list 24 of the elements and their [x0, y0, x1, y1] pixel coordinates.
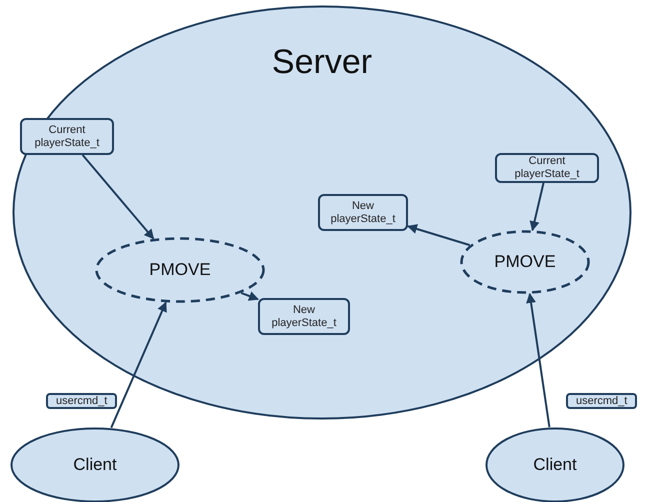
edge-label: usercmd_t: [46, 393, 118, 409]
arrow: [110, 302, 167, 428]
node-label: New playerState_t: [330, 200, 396, 226]
node-label: Current playerState_t: [34, 124, 100, 150]
state-box: [20, 118, 114, 155]
process-ellipse: [95, 237, 265, 303]
node-label: Client: [72, 454, 118, 476]
arrow: [407, 224, 470, 246]
process-ellipse: [460, 230, 590, 294]
state-box: [495, 153, 599, 183]
state-box: [258, 298, 350, 335]
node-label: Current playerState_t: [514, 155, 580, 181]
node-label: Client: [532, 454, 578, 476]
title-text: Server: [270, 42, 374, 83]
state-box: [318, 194, 408, 231]
arrow: [530, 182, 544, 232]
server-ellipse: [12, 5, 632, 420]
arrow: [240, 291, 259, 301]
node-label: New playerState_t: [270, 304, 338, 330]
arrow: [526, 292, 550, 428]
node-label: PMOVE: [493, 251, 557, 274]
arrow: [82, 154, 154, 240]
node-label: PMOVE: [148, 259, 212, 282]
edge-label: usercmd_t: [566, 393, 638, 409]
